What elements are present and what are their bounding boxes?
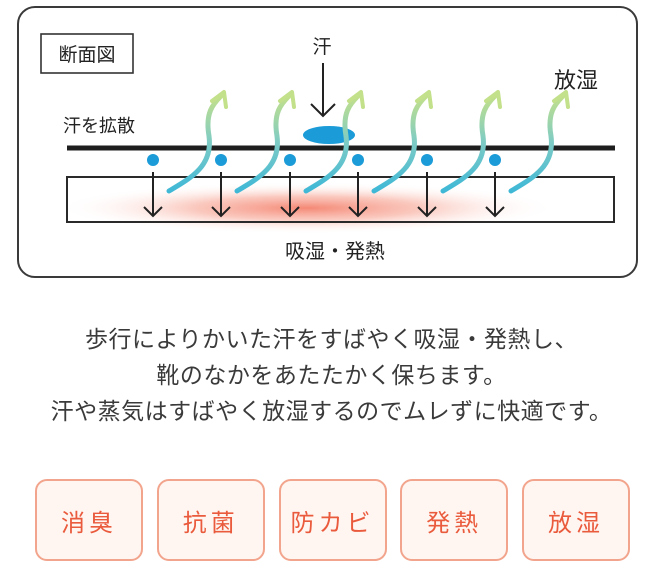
absorb-down-arrow: [485, 172, 505, 218]
vapor-arrow: [508, 90, 570, 194]
absorb-down-arrow: [143, 172, 163, 218]
section-label-box: [40, 33, 134, 74]
sweat-label: 汗: [312, 36, 331, 58]
sweat-down-arrow: [310, 63, 336, 118]
feature-badge-release: 放湿: [522, 479, 630, 561]
cross-section-diagram: 断面図 汗 放湿 汗を拡散 吸湿・発熱: [17, 6, 638, 278]
droplet-dot: [489, 154, 501, 166]
feature-badge-antibacterial: 抗菌: [156, 479, 265, 561]
description-line-2: 靴のなかをあたたかく保ちます。: [156, 363, 507, 389]
absorb-down-arrow: [417, 172, 437, 218]
droplet-dot: [284, 154, 296, 166]
vapor-arrow: [303, 90, 365, 194]
droplet-dot: [147, 154, 159, 166]
feature-badge-antimold: 防カビ: [278, 479, 387, 561]
feature-badge-heat: 発熱: [400, 479, 509, 561]
vapor-arrow: [371, 90, 433, 194]
feature-badges: 消臭 抗菌 防カビ 発熱 放湿: [35, 479, 630, 561]
absorb-down-arrow: [211, 172, 231, 218]
vapor-arrow: [166, 90, 228, 194]
droplet-dot: [215, 154, 227, 166]
absorb-arrows: [143, 172, 505, 218]
vapor-arrow: [234, 90, 296, 194]
absorb-down-arrow: [348, 172, 368, 218]
description-line-1: 歩行によりかいた汗をすばやく吸湿・発熱し、: [84, 327, 579, 353]
absorbent-layer: [66, 176, 615, 223]
product-description: 歩行によりかいた汗をすばやく吸湿・発熱し、 靴のなかをあたたかく保ちます。 汗や…: [0, 322, 663, 430]
description-line-3: 汗や蒸気はすばやく放湿するのでムレずに快適です。: [50, 399, 613, 425]
release-vapor-arrows: [166, 90, 570, 194]
release-label: 放湿: [554, 69, 598, 94]
absorb-label: 吸湿・発熱: [285, 239, 385, 263]
sweat-droplet: [303, 126, 355, 144]
vapor-arrow: [440, 90, 502, 194]
section-label: 断面図: [58, 44, 115, 66]
spread-label: 汗を拡散: [63, 116, 135, 137]
feature-badge-deodorize: 消臭: [35, 479, 143, 561]
droplet-dot: [352, 154, 364, 166]
diagram-canvas: 断面図 汗 放湿 汗を拡散 吸湿・発熱: [40, 33, 615, 263]
droplet-dot: [421, 154, 433, 166]
spread-droplets: [147, 154, 501, 166]
absorb-down-arrow: [280, 172, 300, 218]
